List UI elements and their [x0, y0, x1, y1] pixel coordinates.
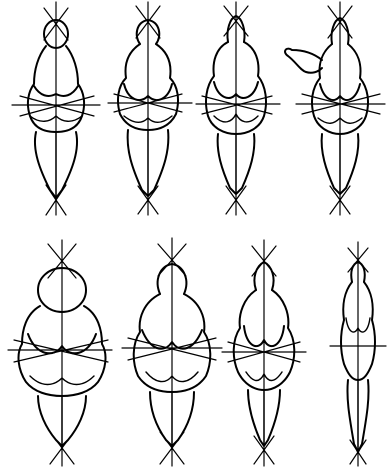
figure-plate: [0, 0, 387, 470]
